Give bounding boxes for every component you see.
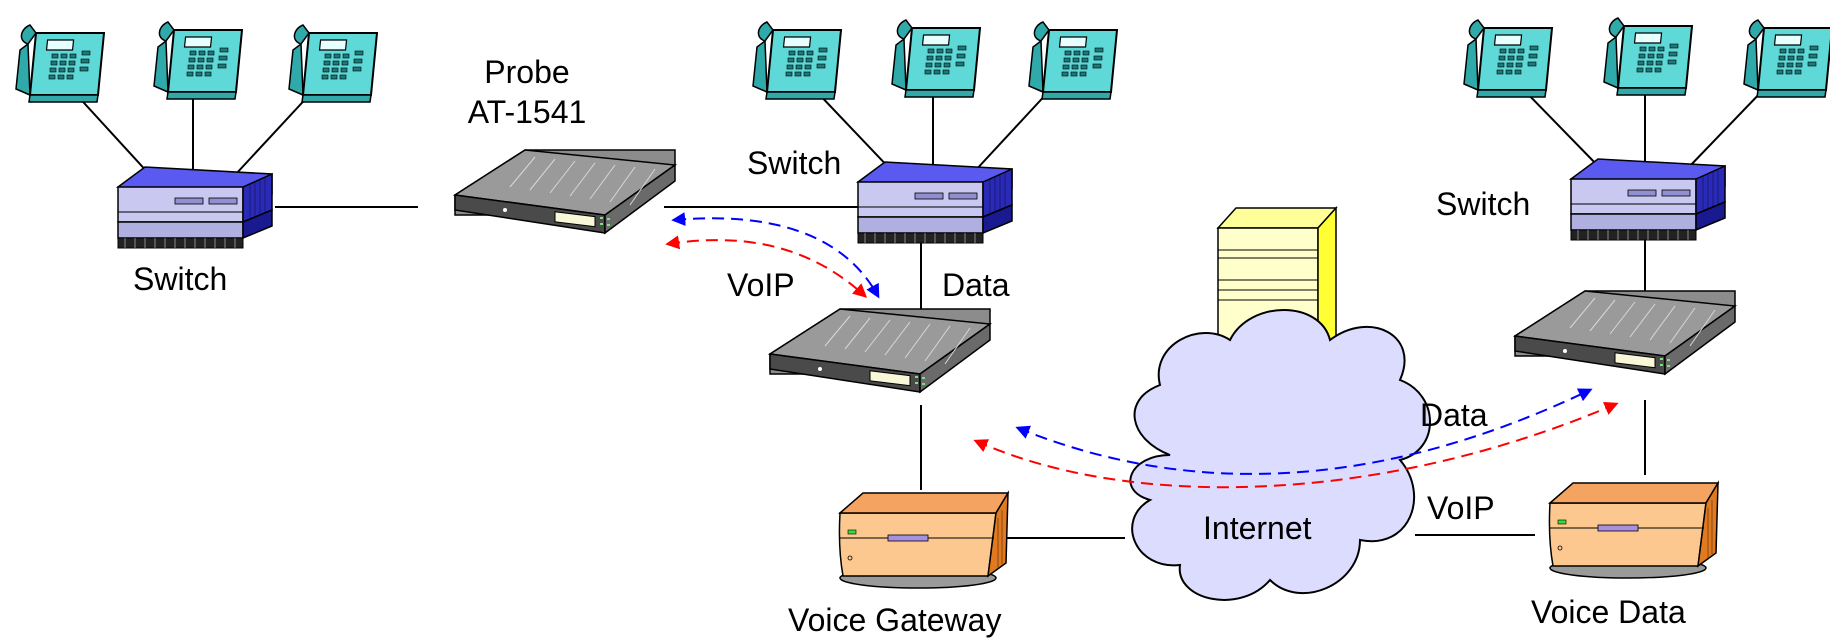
internet-label: Internet [1203,510,1312,546]
switch-left-label: Switch [133,261,228,297]
switch-icon [117,166,273,249]
phone-icon [288,24,378,103]
voice-data-label: Voice Data [1531,594,1686,630]
switch-icon [857,161,1013,244]
voip-right-label: VoIP [1427,490,1495,526]
phone-icon [1463,19,1553,98]
router-icon [769,308,991,393]
gateway-icon [838,492,1009,589]
switch-right-label: Switch [1436,186,1531,222]
voice-gateway-label: Voice Gateway [788,602,1002,638]
data-right-label: Data [1420,397,1488,433]
phone-icon [752,21,842,100]
probe-name-label: Probe [484,54,570,90]
data-left-label: Data [942,267,1010,303]
phone-icon [891,19,981,98]
router-icon [1514,290,1736,375]
phone-icon [15,24,105,103]
switch-icon [1570,158,1726,241]
cloud-icon [1129,309,1431,601]
switch-middle-label: Switch [747,145,842,181]
gateway-icon [1548,482,1719,579]
phone-icon [1743,19,1830,98]
flow-arrows-right [973,388,1619,489]
voip-left-label: VoIP [727,267,795,303]
router-icon [454,149,676,234]
probe-model-label: AT-1541 [467,94,587,130]
flow-arrows-left [665,212,880,299]
phone-icon [153,21,243,100]
phone-icon [1603,17,1693,96]
phone-icon [1028,21,1118,100]
